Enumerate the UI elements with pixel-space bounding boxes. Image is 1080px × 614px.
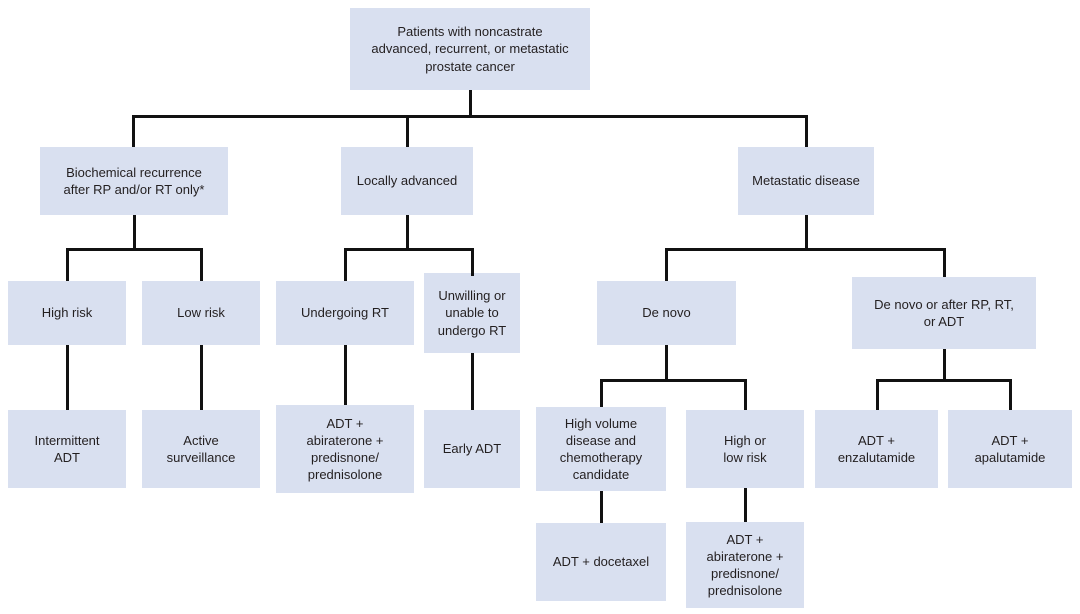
connector-line [66, 345, 69, 410]
connector-line [805, 115, 808, 147]
node-adt-apalutamide: ADT + apalutamide [948, 410, 1072, 488]
connector-line [406, 215, 409, 250]
connector-line [744, 488, 747, 522]
node-unwilling-unable-rt: Unwilling or unable to undergo RT [424, 273, 520, 353]
connector-line [344, 248, 474, 251]
node-root: Patients with noncastrate advanced, recu… [350, 8, 590, 90]
connector-line [665, 248, 668, 281]
connector-line [600, 379, 747, 382]
connector-line [600, 379, 603, 407]
connector-line [132, 115, 135, 147]
connector-line [406, 115, 409, 147]
connector-line [66, 248, 203, 251]
node-adt-enzalutamide: ADT + enzalutamide [815, 410, 938, 488]
node-high-risk: High risk [8, 281, 126, 345]
connector-line [876, 379, 1012, 382]
connector-line [344, 248, 347, 281]
node-adt-abiraterone-prednisolone-2: ADT + abiraterone + predisnone/ predniso… [686, 522, 804, 608]
connector-line [132, 115, 808, 118]
connector-line [805, 215, 808, 250]
node-locally-advanced: Locally advanced [341, 147, 473, 215]
connector-line [133, 215, 136, 250]
node-low-risk: Low risk [142, 281, 260, 345]
node-undergoing-rt: Undergoing RT [276, 281, 414, 345]
connector-line [1009, 379, 1012, 410]
connector-line [876, 379, 879, 410]
node-early-adt: Early ADT [424, 410, 520, 488]
node-high-volume-disease: High volume disease and chemotherapy can… [536, 407, 666, 491]
node-biochemical-recurrence: Biochemical recurrence after RP and/or R… [40, 147, 228, 215]
node-metastatic-disease: Metastatic disease [738, 147, 874, 215]
connector-line [469, 90, 472, 117]
connector-line [744, 379, 747, 410]
connector-line [665, 248, 946, 251]
node-de-novo: De novo [597, 281, 736, 345]
connector-line [471, 248, 474, 276]
connector-line [66, 248, 69, 281]
connector-line [344, 345, 347, 405]
node-intermittent-adt: Intermittent ADT [8, 410, 126, 488]
connector-line [600, 491, 603, 523]
node-de-novo-or-after: De novo or after RP, RT, or ADT [852, 277, 1036, 349]
connector-line [200, 248, 203, 281]
node-adt-docetaxel: ADT + docetaxel [536, 523, 666, 601]
node-active-surveillance: Active surveillance [142, 410, 260, 488]
connector-line [200, 345, 203, 410]
connector-line [943, 349, 946, 382]
node-adt-abiraterone-prednisolone: ADT + abiraterone + predisnone/ predniso… [276, 405, 414, 493]
connector-line [665, 345, 668, 382]
connector-line [943, 248, 946, 277]
connector-line [471, 353, 474, 410]
node-high-or-low-risk: High or low risk [686, 410, 804, 488]
